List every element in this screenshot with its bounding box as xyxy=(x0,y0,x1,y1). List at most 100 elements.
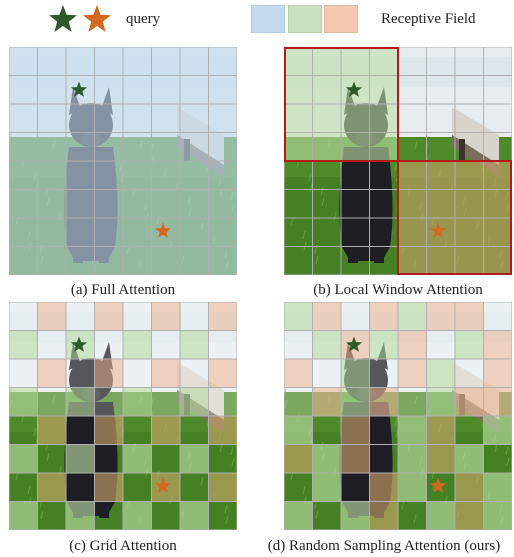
query-star-orange-icon xyxy=(429,222,447,238)
grid-receptive-cell-green xyxy=(180,387,209,416)
random-receptive-cell-green xyxy=(398,473,427,502)
grid-receptive-cell-green xyxy=(123,330,152,359)
grid-receptive-cell-green xyxy=(9,387,38,416)
grass-blade xyxy=(414,140,418,150)
grass-blade xyxy=(309,183,313,193)
random-receptive-cell-orange xyxy=(369,387,398,416)
grid-unselected-cell xyxy=(151,387,180,416)
grass-blade xyxy=(230,446,234,456)
random-receptive-cell-orange xyxy=(483,359,512,388)
random-receptive-cell-green xyxy=(426,387,455,416)
grid-receptive-cell-orange xyxy=(94,359,123,388)
random-receptive-cell-orange xyxy=(369,473,398,502)
grid-unselected-cell xyxy=(37,387,66,416)
grass-blade xyxy=(200,476,204,486)
random-receptive-cell-orange xyxy=(341,444,370,473)
grid-unselected-cell xyxy=(208,330,237,359)
grass-blade xyxy=(224,504,228,514)
random-receptive-cell-orange xyxy=(398,359,427,388)
grid-unselected-cell xyxy=(151,330,180,359)
random-receptive-cell-green xyxy=(284,416,313,445)
legend-swatch-blue xyxy=(251,5,285,33)
random-receptive-cell-orange xyxy=(483,330,512,359)
grid-unselected-cell xyxy=(9,359,38,388)
grid-receptive-cell-orange xyxy=(37,359,66,388)
legend-receptive-field-label: Receptive Field xyxy=(381,11,476,27)
grid-receptive-cell-orange xyxy=(208,302,237,331)
grid-unselected-cell xyxy=(123,359,152,388)
grass-blade xyxy=(302,485,306,495)
grid-receptive-cell-green xyxy=(9,444,38,473)
query-star-orange-icon xyxy=(154,222,172,238)
grass-blade xyxy=(284,399,288,409)
grass-blade xyxy=(315,255,319,265)
grid-unselected-cell xyxy=(94,330,123,359)
panel-local-window-attention xyxy=(284,47,512,275)
local-window-attention-image xyxy=(284,47,512,275)
grid-receptive-cell-orange xyxy=(151,416,180,445)
grid-receptive-cell-green xyxy=(123,444,152,473)
grid-unselected-cell xyxy=(66,302,95,331)
random-receptive-cell-green xyxy=(398,444,427,473)
grid-receptive-cell-green xyxy=(180,330,209,359)
random-receptive-cell-orange xyxy=(455,473,484,502)
random-receptive-cell-green xyxy=(312,444,341,473)
grid-unselected-cell xyxy=(37,330,66,359)
grid-receptive-cell-green xyxy=(9,501,38,530)
grid-receptive-cell-orange xyxy=(94,302,123,331)
query-star-orange-icon xyxy=(429,477,447,493)
legend-swatch-orange xyxy=(324,5,358,33)
grid-unselected-cell xyxy=(66,359,95,388)
grid-receptive-cell-orange xyxy=(208,473,237,502)
random-receptive-cell-orange xyxy=(426,416,455,445)
grid-receptive-cell-green xyxy=(66,444,95,473)
grid-receptive-cell-orange xyxy=(37,416,66,445)
random-receptive-cell-green xyxy=(426,501,455,530)
dock-top xyxy=(452,107,499,165)
grass-blade xyxy=(219,443,223,453)
random-receptive-cell-green xyxy=(341,501,370,530)
random-unselected-cell xyxy=(398,387,427,416)
grid-receptive-cell-green xyxy=(123,501,152,530)
legend-swatch-green xyxy=(288,5,322,33)
random-receptive-cell-green xyxy=(312,473,341,502)
legend-green-star-icon xyxy=(49,5,77,32)
grid-receptive-cell-green xyxy=(180,501,209,530)
random-receptive-cell-green xyxy=(455,330,484,359)
random-receptive-cell-green xyxy=(483,416,512,445)
random-receptive-cell-green xyxy=(426,359,455,388)
grass-blade xyxy=(401,500,405,510)
grass-blade xyxy=(505,446,509,456)
random-receptive-cell-orange xyxy=(369,501,398,530)
grass-blade xyxy=(394,162,398,172)
query-star-green-icon xyxy=(70,81,88,97)
grass-blade xyxy=(308,172,312,182)
query-star-green-icon xyxy=(345,81,363,97)
panel-full-attention xyxy=(9,47,237,275)
random-receptive-cell-orange xyxy=(398,330,427,359)
dog-left-leg xyxy=(73,482,83,518)
grass-blade xyxy=(506,457,510,467)
local-window-border-top-left xyxy=(284,47,399,162)
grass-blade xyxy=(33,427,37,437)
legend-query-label: query xyxy=(126,11,161,27)
grass-blade xyxy=(494,443,498,453)
grid-receptive-cell-orange xyxy=(94,416,123,445)
grid-receptive-cell-green xyxy=(66,501,95,530)
grid-receptive-cell-green xyxy=(123,387,152,416)
grid-receptive-cell-orange xyxy=(94,473,123,502)
dog-right-leg xyxy=(374,227,384,263)
dog-left-leg xyxy=(348,227,358,263)
grass-blade xyxy=(413,514,417,524)
caption-local-window-attention: (b) Local Window Attention xyxy=(313,282,483,298)
random-receptive-cell-green xyxy=(483,473,512,502)
random-receptive-cell-orange xyxy=(483,387,512,416)
grass-blade xyxy=(27,485,31,495)
grid-unselected-cell xyxy=(9,302,38,331)
random-receptive-cell-green xyxy=(398,416,427,445)
grid-unselected-cell xyxy=(94,387,123,416)
random-receptive-cell-orange xyxy=(312,302,341,331)
grid-receptive-cell-green xyxy=(66,387,95,416)
grid-receptive-cell-green xyxy=(9,330,38,359)
dog-left-leg xyxy=(348,482,358,518)
